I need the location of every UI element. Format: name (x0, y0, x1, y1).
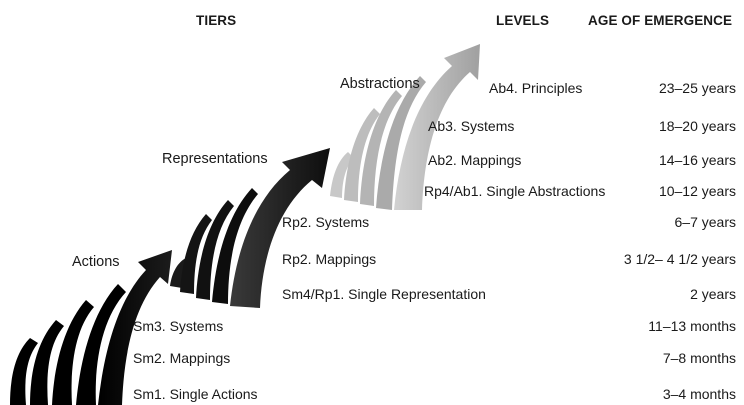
age-rp4-ab1: 10–12 years (658, 183, 736, 199)
tier-label-actions: Actions (72, 254, 120, 270)
representations-tier-arrows (170, 148, 330, 308)
representations-wave-4 (212, 188, 258, 304)
abstractions-tier-arrows (330, 44, 480, 210)
levels-header: LEVELS (496, 13, 550, 28)
actions-main-arrow (98, 250, 172, 405)
representations-main-arrow (230, 148, 330, 308)
age-ab3: 18–20 years (658, 118, 736, 134)
level-label-sm1: Sm1. Single Actions (133, 386, 258, 402)
level-label-rp2-mappings: Rp2. Mappings (282, 251, 377, 267)
age-of-emergence-header: AGE OF EMERGENCE (588, 13, 733, 28)
representations-wave-3 (196, 200, 234, 300)
level-label-sm2: Sm2. Mappings (133, 350, 231, 366)
age-sm2: 7–8 months (662, 350, 736, 366)
actions-wave-4 (76, 284, 126, 405)
representations-wave-2 (180, 214, 212, 294)
level-label-ab4: Ab4. Principles (489, 80, 583, 96)
tier-label-abstractions: Abstractions (340, 76, 420, 92)
age-sm3: 11–13 months (648, 318, 736, 334)
tier-label-representations: Representations (162, 151, 268, 167)
abstractions-wave-4 (376, 76, 426, 210)
abstractions-wave-2 (344, 108, 380, 202)
level-label-rp2-systems: Rp2. Systems (282, 214, 370, 230)
tiers-header: TIERS (196, 13, 237, 28)
actions-wave-1 (10, 338, 38, 405)
level-label-ab3: Ab3. Systems (428, 118, 515, 134)
age-sm1: 3–4 months (662, 386, 736, 402)
level-label-rp4-ab1: Rp4/Ab1. Single Abstractions (424, 183, 606, 199)
age-ab4: 23–25 years (658, 80, 736, 96)
age-rp2-mappings: 3 1/2– 4 1/2 years (623, 251, 736, 267)
level-label-sm4-rp1: Sm4/Rp1. Single Representation (282, 286, 486, 302)
actions-wave-3 (52, 300, 94, 405)
level-label-ab2: Ab2. Mappings (428, 152, 522, 168)
actions-wave-2 (30, 320, 64, 405)
age-ab2: 14–16 years (658, 152, 736, 168)
level-label-sm3: Sm3. Systems (133, 318, 224, 334)
age-sm4-rp1: 2 years (690, 286, 736, 302)
age-rp2-systems: 6–7 years (674, 214, 736, 230)
abstractions-main-arrow (394, 44, 480, 210)
actions-tier-arrows (10, 250, 172, 405)
abstractions-wave-1 (330, 152, 354, 198)
abstractions-wave-3 (360, 90, 402, 206)
